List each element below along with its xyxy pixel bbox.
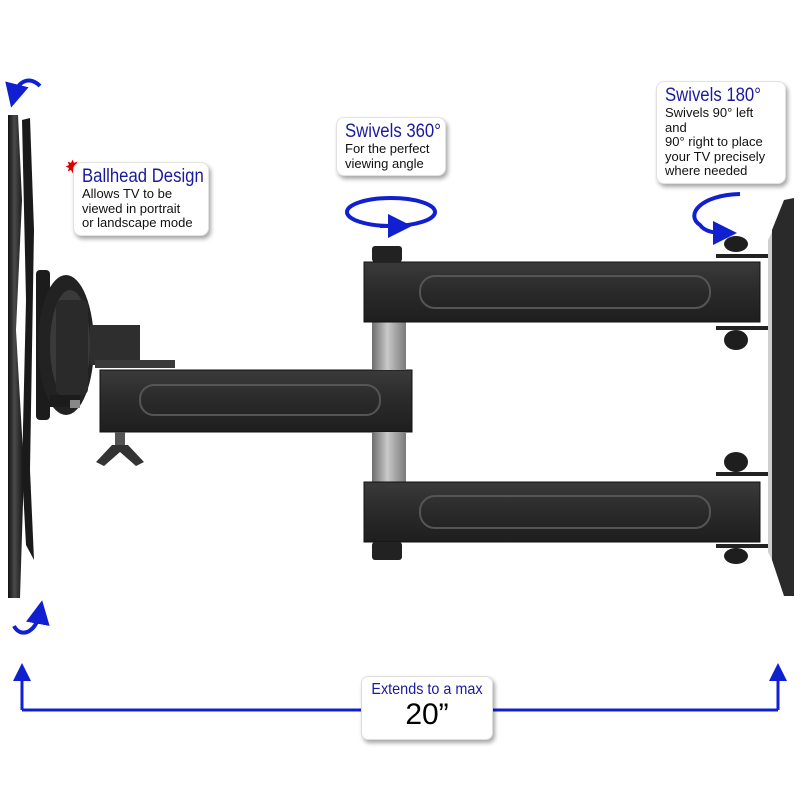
callout-title: Swivels 180° <box>665 85 761 106</box>
callout-body: Swivels 90° left and 90° right to place … <box>665 105 766 179</box>
callout-ballhead: Ballhead Design Allows TV to be viewed i… <box>73 162 209 236</box>
callout-swivel-180: Swivels 180° Swivels 90° left and 90° ri… <box>656 81 786 184</box>
callout-body: Allows TV to be viewed in portrait or la… <box>82 186 193 231</box>
short-arm <box>99 369 413 433</box>
swivel-360-icon <box>345 196 437 228</box>
tv-plate <box>8 115 94 598</box>
callout-body: For the perfect viewing angle <box>345 141 430 171</box>
upper-arm <box>363 246 761 323</box>
extension-caption: Extends to a max <box>371 681 483 698</box>
wall-bracket-bolts <box>716 236 772 564</box>
rotate-bottom-icon <box>12 600 50 635</box>
callout-title: Ballhead Design <box>82 166 204 187</box>
lower-arm <box>363 481 761 560</box>
pivot-lower <box>372 432 406 482</box>
rotate-top-icon <box>5 78 42 108</box>
extension-value: 20” <box>405 698 449 731</box>
extension-label: Extends to a max 20” <box>361 676 493 740</box>
wing-nut <box>96 432 144 466</box>
callout-title: Swivels 360° <box>345 121 441 142</box>
callout-swivel-360: Swivels 360° For the perfect viewing ang… <box>336 117 446 177</box>
ballhead-stem <box>90 325 140 365</box>
swivel-180-icon <box>692 192 741 245</box>
wall-plate <box>768 198 794 596</box>
pivot-upper <box>372 320 406 370</box>
